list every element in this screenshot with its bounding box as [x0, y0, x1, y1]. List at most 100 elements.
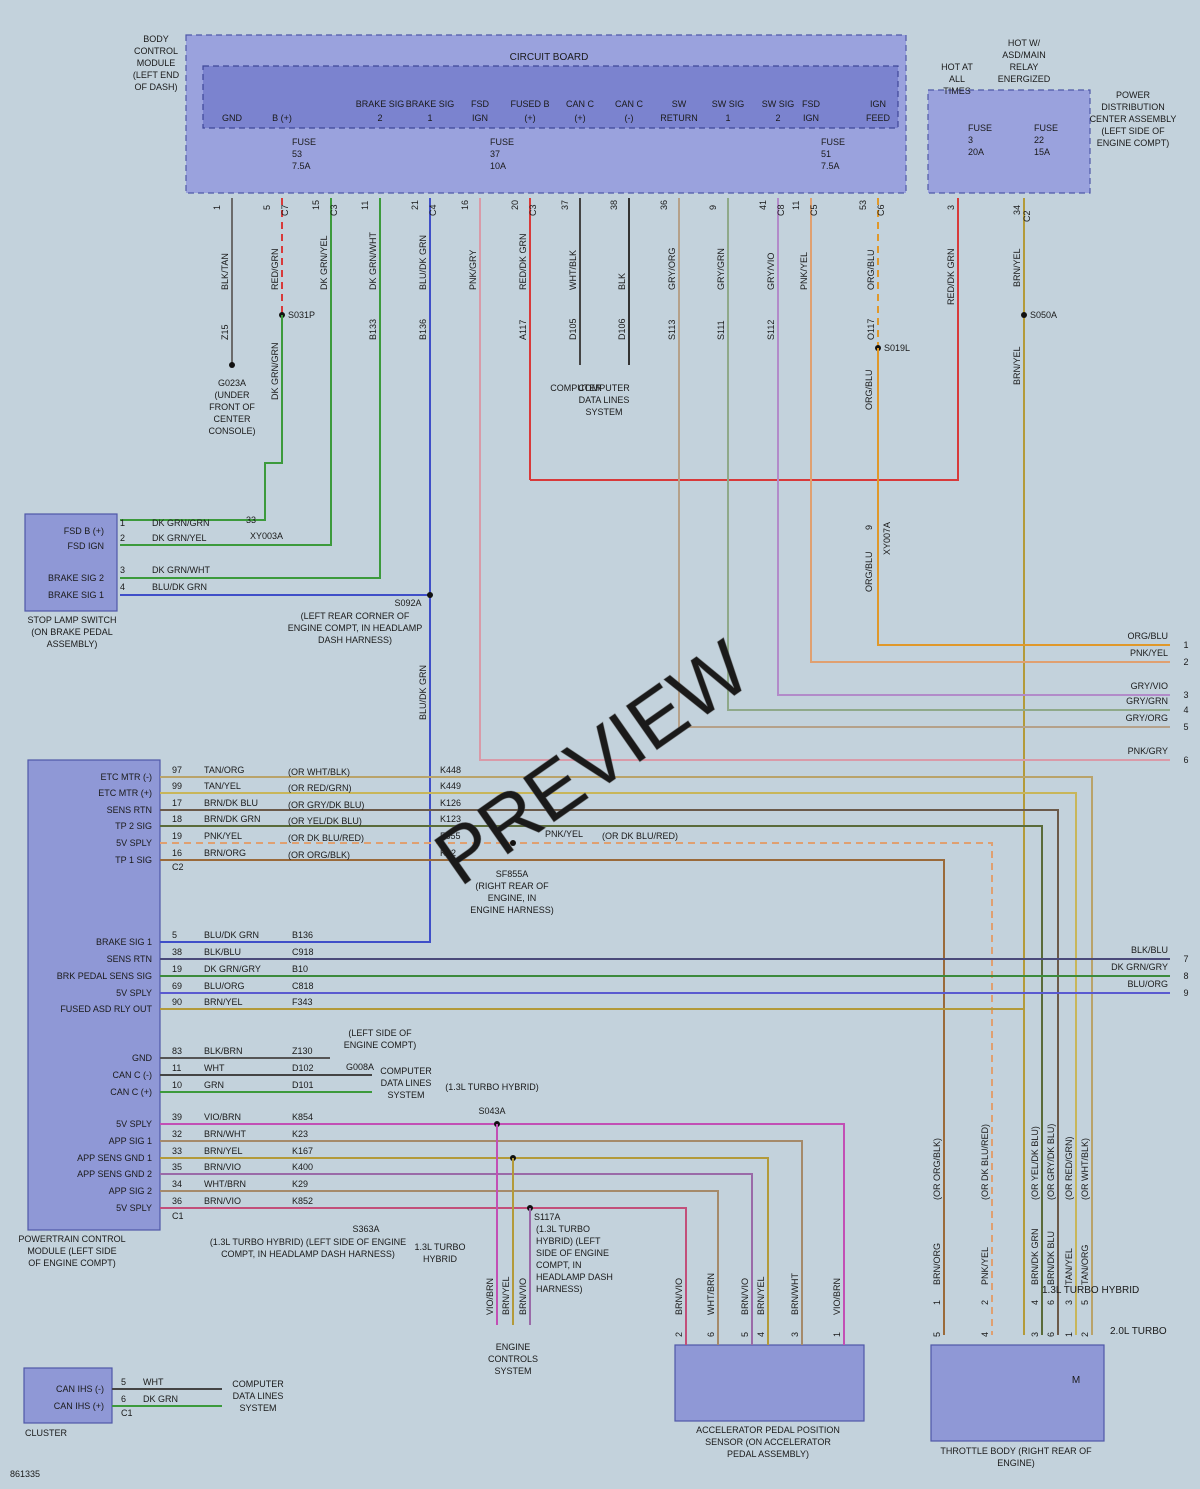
pcm-wire-color: TAN/ORG: [204, 765, 244, 775]
pcm-wire-alt: (OR RED/GRN): [288, 783, 352, 793]
stop-lamp-pin: 2: [120, 533, 125, 543]
right-output-color: GRY/ORG: [1126, 713, 1168, 723]
computer-data-label: COMPUTER: [550, 383, 602, 393]
bcm-wire-color: GRY/GRN: [716, 248, 726, 290]
bcm-wire-color: PNK/GRY: [468, 250, 478, 290]
pcm-pin-label: GND: [132, 1053, 153, 1063]
fuse-label: 7.5A: [821, 161, 840, 171]
s092a-label: S092A: [394, 598, 421, 608]
s092a-note: DASH HARNESS): [318, 635, 392, 645]
pcm-wire-circuit: K23: [292, 1129, 308, 1139]
pcm-pin: 11: [172, 1063, 181, 1073]
circuit-board-label: CIRCUIT BOARD: [510, 52, 589, 63]
s117a-note: HARNESS): [536, 1284, 583, 1294]
pdc-label: DISTRIBUTION: [1101, 102, 1165, 112]
stop-lamp-wire-color: DK GRN/YEL: [152, 533, 207, 543]
throttle-pin-b: 5: [932, 1332, 942, 1337]
stop-lamp-pin: 1: [120, 518, 125, 528]
pdc-wire-3: [530, 198, 959, 481]
throttle-label: THROTTLE BODY (RIGHT REAR OF: [940, 1446, 1092, 1456]
bcm-pin-label: B (+): [272, 113, 292, 123]
turbo-20-label: 2.0L TURBO: [1110, 1326, 1167, 1337]
pcm-c1-wire: [160, 1140, 803, 1345]
bcm-pin-label: (+): [524, 113, 535, 123]
hot-always-label: TIMES: [943, 86, 971, 96]
fuse-label: 53: [292, 149, 302, 159]
pcm-wire-circuit: K854: [292, 1112, 313, 1122]
right-output-color: BLK/BLU: [1131, 945, 1168, 955]
pcm-pin-label: ETC MTR (-): [101, 772, 153, 782]
app-pin-color: BRN/YEL: [756, 1276, 766, 1315]
bcm-pin-label: RETURN: [660, 113, 698, 123]
hot-relay-label: HOT W/: [1008, 38, 1041, 48]
pcm-pin: 99: [172, 781, 182, 791]
bcm-wire-color: BLK: [617, 273, 627, 290]
pcm-wire-circuit: B136: [292, 930, 313, 940]
bcm-wire-color: DK GRN/WHT: [368, 232, 378, 290]
g008a-label: G008A: [346, 1062, 374, 1072]
pdc-label: CENTER ASSEMBLY: [1090, 114, 1177, 124]
bcm-wire-circuit: S112: [766, 320, 776, 340]
stop-lamp-pin-label: FSD IGN: [67, 541, 104, 551]
bcm-pin-label: CAN C: [615, 99, 644, 109]
s043a-note: (1.3L TURBO HYBRID): [445, 1082, 539, 1092]
throttle-pin-color: BRN/DK BLU: [1046, 1231, 1056, 1285]
bcm-wire-conn: C3: [329, 204, 339, 216]
s019l-label: S019L: [884, 343, 910, 353]
stop-lamp-label: STOP LAMP SWITCH: [27, 615, 116, 625]
sf855a-note: ENGINE, IN: [488, 893, 537, 903]
fuse-label: 15A: [1034, 147, 1050, 157]
right-output-color: PNK/GRY: [1128, 746, 1168, 756]
bcm-wire-pin: 41: [758, 200, 768, 210]
stop-lamp-pin-label: BRAKE SIG 1: [48, 590, 104, 600]
bcm-wire-circuit: S111: [716, 320, 726, 340]
throttle-pin-a: 4: [1030, 1300, 1040, 1305]
cluster-wire-color: DK GRN: [143, 1394, 178, 1404]
wire-color: BLU/DK GRN: [418, 665, 428, 720]
bcm-pin-label: IGN: [803, 113, 819, 123]
stop-lamp-pin-label: FSD B (+): [64, 526, 104, 536]
turbo-hybrid-label: HYBRID: [423, 1254, 458, 1264]
pcm-wire-circuit: K167: [292, 1146, 313, 1156]
stop-lamp-label: ASSEMBLY): [47, 639, 98, 649]
bcm-pin-label: GND: [222, 113, 243, 123]
pcm-label: POWERTRAIN CONTROL: [18, 1234, 125, 1244]
app-sensor-label: PEDAL ASSEMBLY): [727, 1449, 809, 1459]
throttle-pin-alt: (OR WHT/BLK): [1080, 1138, 1090, 1200]
pcm-wire-circuit: D101: [292, 1080, 314, 1090]
pcm-pin-label: APP SIG 1: [109, 1136, 152, 1146]
pcm-wire-circuit: F343: [292, 997, 313, 1007]
right-output-pin: 9: [1183, 988, 1188, 998]
pcm-conn: C2: [172, 862, 184, 872]
throttle-pin-a: 2: [980, 1300, 990, 1305]
engine-ctrl-color: BRN/YEL: [501, 1276, 511, 1315]
pcm-pin-label: TP 2 SIG: [115, 821, 152, 831]
g023a-label: G023A: [218, 378, 246, 388]
pcm-pin: 19: [172, 831, 182, 841]
pcm-pin-label: 5V SPLY: [116, 988, 152, 998]
bcm-wire-pin: 11: [791, 201, 801, 210]
s092a-note: (LEFT REAR CORNER OF: [301, 611, 410, 621]
computer-data-label: DATA LINES: [233, 1391, 284, 1401]
s050a-label: S050A: [1030, 310, 1057, 320]
app-sensor-label: SENSOR (ON ACCELERATOR: [705, 1437, 831, 1447]
computer-data-label: COMPUTER: [578, 383, 630, 393]
s043a-label: S043A: [478, 1106, 505, 1116]
pcm-c2-wire: [160, 809, 1059, 1335]
pcm-conn: C1: [172, 1211, 184, 1221]
throttle-pin-alt: (OR ORG/BLK): [932, 1138, 942, 1200]
brake-sig2-wire: [120, 198, 381, 579]
cluster-pin: 6: [121, 1394, 126, 1404]
bcm-wire-conn: C7: [280, 204, 290, 216]
stop-lamp-pin-label: BRAKE SIG 2: [48, 573, 104, 583]
stop-lamp-wire-color: BLU/DK GRN: [152, 582, 207, 592]
bcm-wire-pin: 36: [659, 200, 669, 210]
bcm-label: BODY: [143, 34, 169, 44]
pnk-yel-out: [810, 198, 1170, 663]
bcm-wire-color: ORG/BLU: [866, 249, 876, 290]
bcm-wire-pin: 15: [311, 200, 321, 210]
pcm-wire-circuit: K852: [292, 1196, 313, 1206]
wire-color: DK GRN/GRN: [270, 342, 280, 400]
pcm-wire-circuit: Z130: [292, 1046, 313, 1056]
right-output-color: DK GRN/GRY: [1111, 962, 1168, 972]
